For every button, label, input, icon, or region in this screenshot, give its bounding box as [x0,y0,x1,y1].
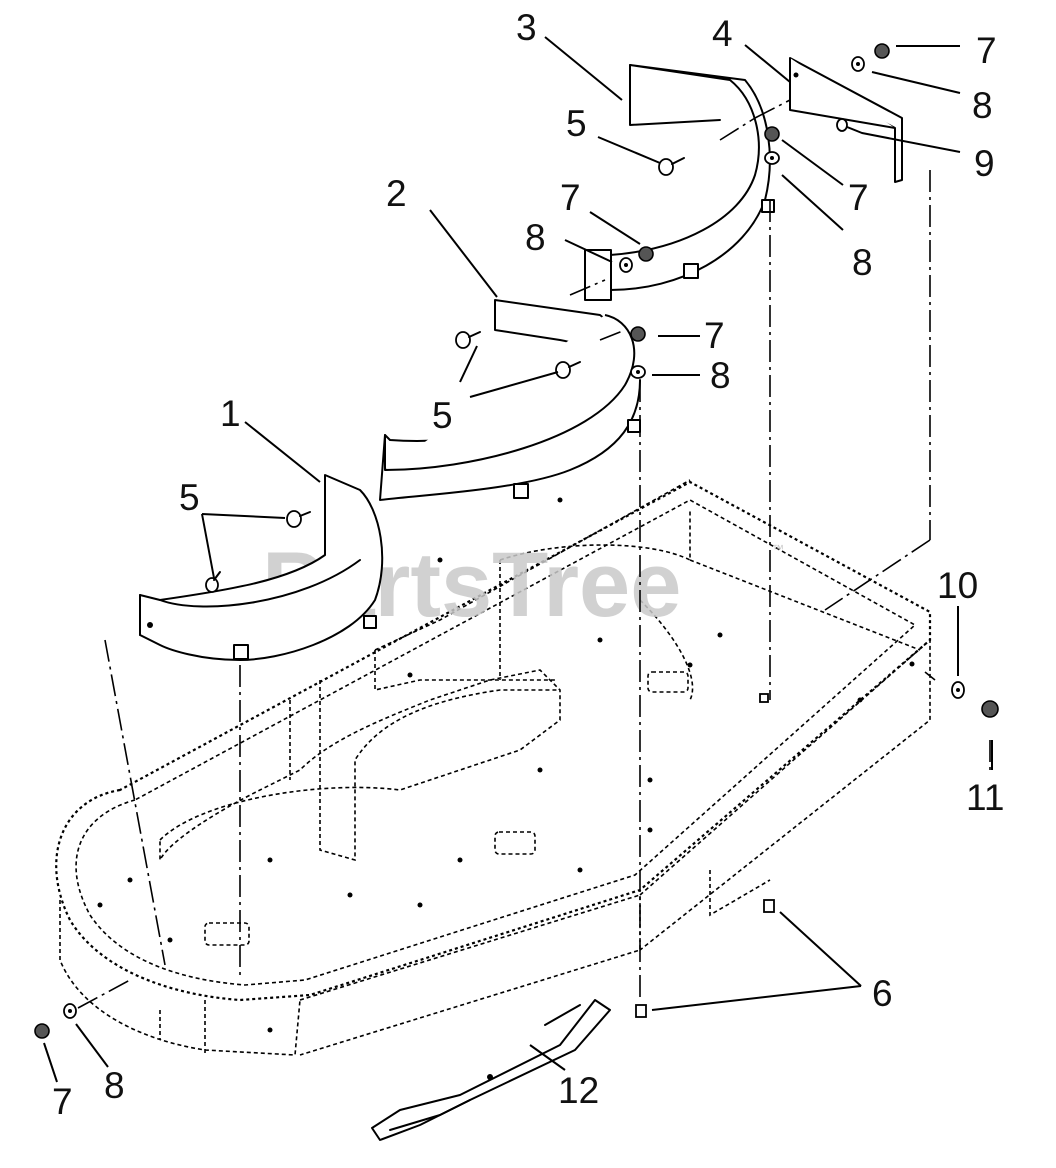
callout-8-bottom: 8 [104,1065,125,1106]
assembly-leader-lines [77,99,991,1009]
callout-1: 1 [220,393,241,434]
mower-deck-housing [55,479,932,1056]
callout-5-top: 5 [566,103,587,144]
callout-9: 9 [974,143,995,184]
callout-8-middle-left: 8 [525,217,546,258]
callout-12: 12 [558,1070,599,1111]
baffle-shield-1 [139,474,384,661]
callout-3: 3 [516,7,537,48]
callout-7-bottom: 7 [52,1081,73,1122]
mower-blade-12 [371,999,611,1141]
callout-5-lower: 5 [179,477,200,518]
callout-6: 6 [872,973,893,1014]
trademark-symbol: ™ [772,542,784,556]
callout-leader-lines [43,36,993,1083]
mounting-bracket-4 [789,57,903,183]
callout-2: 2 [386,173,407,214]
callout-8-middle-right: 8 [710,355,731,396]
hardware-fasteners [34,43,999,1039]
callout-7-middle-left: 7 [560,177,581,218]
callout-10: 10 [937,565,978,606]
baffle-shield-3 [584,64,775,301]
callout-5-middle: 5 [432,395,453,436]
callout-7-middle-right: 7 [704,315,725,356]
callout-7-upper-right: 7 [848,177,869,218]
callout-11: 11 [966,777,1004,818]
callout-4: 4 [712,13,733,54]
baffle-shield-2 [379,299,641,501]
callout-8-top: 8 [972,85,993,126]
callout-7-top: 7 [976,30,997,71]
callout-8-upper-right: 8 [852,242,873,283]
callout-numbers: 3 4 7 8 9 5 7 8 7 8 2 7 8 5 1 5 10 11 6 … [52,7,1004,1122]
